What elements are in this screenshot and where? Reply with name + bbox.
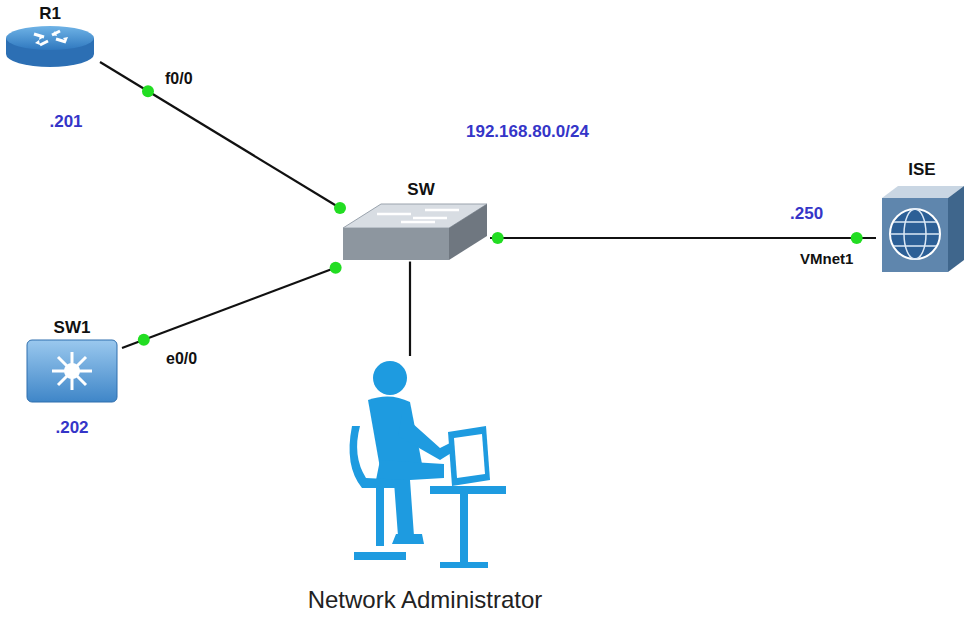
device-name: SW1 bbox=[54, 318, 91, 338]
device-name: ISE bbox=[908, 160, 935, 180]
device-name: SW bbox=[407, 180, 434, 200]
network-label: 192.168.80.0/24 bbox=[466, 122, 589, 142]
device-name: R1 bbox=[39, 4, 61, 24]
ip-label: .250 bbox=[790, 204, 823, 224]
network-link bbox=[122, 266, 340, 348]
ip-address: .201 bbox=[49, 112, 82, 132]
switch-node: SW bbox=[340, 180, 490, 262]
router-node: R1 .201 bbox=[0, 4, 100, 131]
router-icon bbox=[4, 24, 96, 70]
port-dot bbox=[851, 232, 863, 244]
interface-label: e0/0 bbox=[166, 350, 197, 368]
switch-node: SW1 .202 bbox=[22, 318, 122, 437]
device-name: Network Administrator bbox=[308, 586, 543, 614]
interface-label: VMnet1 bbox=[800, 250, 853, 267]
network-link bbox=[409, 262, 411, 356]
switch-icon bbox=[341, 200, 489, 262]
ip-address: .202 bbox=[55, 418, 88, 438]
administrator-icon bbox=[340, 356, 510, 576]
port-dot bbox=[334, 202, 346, 214]
interface-label: f0/0 bbox=[165, 70, 193, 88]
multilayer-switch-icon bbox=[24, 338, 120, 404]
port-dot bbox=[142, 85, 154, 97]
administrator-node: Network Administrator bbox=[225, 356, 625, 614]
port-dot bbox=[492, 232, 504, 244]
ise-server-icon bbox=[878, 184, 966, 274]
network-link bbox=[490, 237, 876, 239]
port-dot bbox=[138, 334, 150, 346]
network-link bbox=[100, 62, 340, 208]
ise-node: ISE bbox=[876, 160, 968, 274]
port-dot bbox=[330, 262, 342, 274]
